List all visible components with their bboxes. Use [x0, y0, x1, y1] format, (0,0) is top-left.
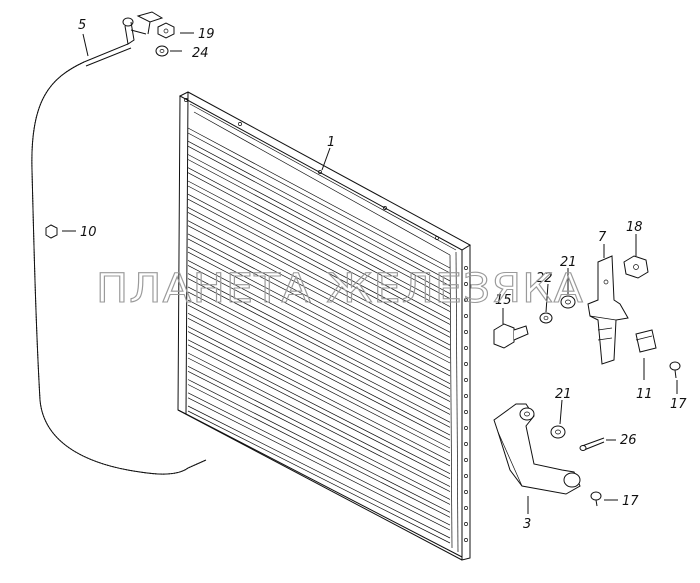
shutter-slat — [187, 299, 451, 436]
lever-bracket-icon-3 — [493, 403, 581, 495]
nut-icon-19 — [157, 22, 175, 39]
cotter-pin-icon-26 — [579, 437, 605, 451]
shutter-slat — [187, 339, 451, 475]
washer-icon-24 — [155, 45, 169, 57]
radiator-shutter-icon — [177, 91, 471, 561]
frame-rivet — [464, 426, 468, 430]
shutter-slat — [187, 154, 451, 295]
frame-rivet — [464, 442, 468, 446]
shutter-slat — [187, 365, 451, 500]
shutter-slat-edge — [187, 185, 451, 325]
screw-icon-17b — [590, 491, 602, 507]
frame-rivet — [464, 538, 468, 542]
nut-icon-18 — [623, 255, 649, 279]
bolt-icon-15 — [493, 323, 529, 349]
frame-rivet — [464, 522, 468, 526]
frame-rivet — [464, 394, 468, 398]
callout-24: 24 — [192, 46, 209, 61]
shutter-slat-edge — [187, 132, 451, 274]
shutter-slat — [187, 379, 451, 513]
callout-19: 19 — [198, 27, 215, 42]
shutter-slat — [187, 260, 451, 397]
shutter-slat — [187, 246, 451, 385]
callout-15: 15 — [495, 293, 512, 308]
frame-rivet — [464, 362, 468, 366]
shutter-slat — [187, 180, 451, 320]
washer-icon-22 — [539, 312, 553, 324]
shutter-slat-edge — [187, 145, 451, 287]
shutter-slats — [187, 127, 451, 544]
watermark: ПЛАНЕТА ЖЕЛЕЗЯКА — [96, 266, 584, 312]
frame-rivet — [464, 298, 468, 302]
frame-rivet — [464, 330, 468, 334]
shutter-slat-edge — [187, 344, 451, 480]
shutter-slat-edge — [187, 238, 451, 377]
shutter-slat — [187, 233, 451, 372]
frame-rivet — [464, 410, 468, 414]
shutter-slat-edge — [187, 410, 451, 544]
shutter-slat-edge — [187, 397, 451, 531]
frame-rivet — [464, 282, 468, 286]
shutter-slat-edge — [187, 212, 451, 351]
shutter-slat-edge — [187, 265, 451, 402]
shutter-slat — [187, 392, 451, 526]
shutter-slat-edge — [187, 251, 451, 390]
shutter-slat — [187, 140, 451, 282]
shutter-slat-edge — [187, 370, 451, 505]
shutter-slat-edge — [187, 304, 451, 441]
frame-rivet — [464, 490, 468, 494]
shutter-slat-edge — [187, 159, 451, 300]
callout-21-lower: 21 — [555, 387, 572, 402]
frame-rivet — [464, 346, 468, 350]
shutter-slat — [187, 127, 451, 269]
callout-18: 18 — [626, 220, 643, 235]
shutter-slat-edge — [187, 384, 451, 518]
shutter-slat — [187, 352, 451, 487]
frame-rivets — [464, 266, 468, 542]
shutter-slat — [187, 286, 451, 423]
shutter-slat — [187, 207, 451, 346]
leader-lines — [62, 32, 678, 514]
frame-rivet — [464, 474, 468, 478]
callout-17-upper: 17 — [670, 397, 687, 412]
shutter-slat-edge — [187, 172, 451, 312]
shutter-slat-edge — [187, 331, 451, 467]
shutter-slat — [187, 220, 451, 359]
washer-icon-21b — [550, 425, 566, 439]
shutter-slat — [187, 326, 451, 462]
callout-1: 1 — [327, 135, 335, 150]
shutter-slat-edge — [187, 225, 451, 364]
shutter-slat — [187, 312, 451, 449]
callout-26: 26 — [620, 433, 637, 448]
control-cable-icon — [31, 11, 207, 475]
callout-5: 5 — [78, 18, 86, 33]
callout-3: 3 — [523, 517, 531, 532]
shutter-slat — [187, 273, 451, 410]
frame-rivet — [464, 378, 468, 382]
clip-icon-10 — [45, 224, 58, 239]
washer-icon-21a — [560, 295, 576, 309]
callout-21-upper: 21 — [560, 255, 577, 270]
frame-rivet — [464, 458, 468, 462]
shutter-slat-edge — [187, 291, 451, 428]
shutter-slat-edge — [187, 198, 451, 338]
callout-10: 10 — [80, 225, 97, 240]
shutter-slat — [187, 193, 451, 333]
shutter-slat — [187, 405, 451, 539]
callout-11: 11 — [636, 387, 653, 402]
screw-icon-17a — [669, 361, 681, 379]
shutter-slat — [187, 167, 451, 307]
clamp-icon-11 — [635, 329, 657, 353]
frame-rivet — [464, 506, 468, 510]
callout-7: 7 — [598, 230, 607, 245]
shutter-slat-edge — [187, 317, 451, 454]
callout-22: 22 — [536, 271, 553, 286]
bracket-icon-7 — [587, 255, 629, 365]
callout-17-lower: 17 — [622, 494, 639, 509]
shutter-slat-edge — [187, 357, 451, 492]
shutter-slat-edge — [187, 278, 451, 415]
frame-rivet — [464, 266, 468, 270]
frame-rivet — [464, 314, 468, 318]
